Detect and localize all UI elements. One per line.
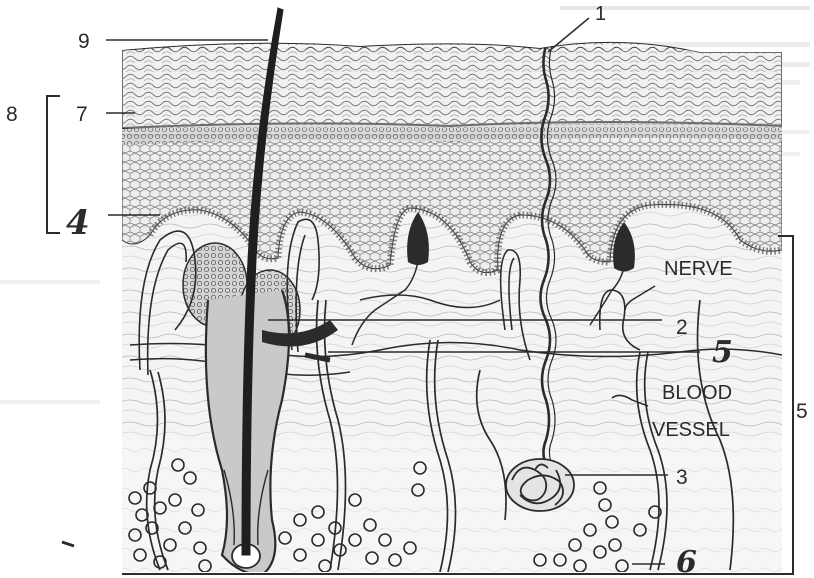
label-blood: BLOOD [662, 382, 732, 404]
label-5-handwritten: 5 [712, 335, 733, 370]
label-4: 4 [66, 203, 90, 243]
label-1: 1 [595, 3, 606, 25]
sweat-gland [506, 459, 574, 511]
stray-mark [62, 542, 74, 546]
label-vessel: VESSEL [652, 419, 730, 441]
bracket-8 [47, 96, 60, 233]
label-2: 2 [676, 316, 688, 339]
label-7: 7 [76, 103, 88, 126]
label-6: 6 [676, 545, 697, 578]
label-3: 3 [676, 466, 688, 489]
label-5: 5 [796, 400, 808, 423]
label-9: 9 [78, 30, 90, 53]
label-nerve: NERVE [664, 258, 733, 280]
label-8: 8 [6, 103, 18, 126]
skin-block [122, 30, 782, 575]
